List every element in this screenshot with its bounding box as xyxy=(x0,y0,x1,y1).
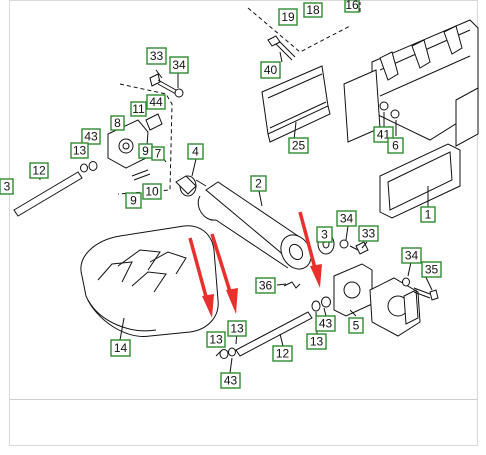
bolt-35-right xyxy=(402,277,439,301)
callout-33-right[interactable]: 33 xyxy=(358,225,379,242)
callout-13-bottom-left[interactable]: 13 xyxy=(206,331,226,348)
roller-part-2 xyxy=(197,181,312,270)
callout-43-middle[interactable]: 43 xyxy=(315,315,336,332)
callout-13-left[interactable]: 13 xyxy=(70,142,89,159)
washers-41-6 xyxy=(379,101,400,119)
motor-bracket-part-5 xyxy=(333,263,421,337)
red-arrows xyxy=(188,211,322,318)
shaft-part-4 xyxy=(175,175,207,197)
svg-text:13: 13 xyxy=(73,144,87,158)
callout-13-bottom-right[interactable]: 13 xyxy=(227,320,247,337)
svg-text:19: 19 xyxy=(281,10,295,24)
svg-text:36: 36 xyxy=(259,279,273,293)
svg-text:4: 4 xyxy=(192,145,199,159)
svg-text:18: 18 xyxy=(306,3,320,17)
callout-8[interactable]: 8 xyxy=(110,115,125,131)
svg-text:5: 5 xyxy=(353,319,360,333)
callout-7[interactable]: 7 xyxy=(151,146,165,161)
svg-text:3: 3 xyxy=(321,228,328,242)
svg-text:13: 13 xyxy=(230,322,244,336)
svg-text:43: 43 xyxy=(224,374,238,388)
top-enclosure xyxy=(247,2,361,53)
callout-34-top[interactable]: 34 xyxy=(169,56,189,74)
conveyor-belt-part-14 xyxy=(80,225,219,337)
svg-text:43: 43 xyxy=(84,130,98,144)
svg-text:33: 33 xyxy=(150,49,164,63)
frame-assembly-1 xyxy=(343,19,479,219)
bolt-40 xyxy=(267,35,296,61)
callout-13-middle[interactable]: 13 xyxy=(306,333,327,350)
part-25-plate xyxy=(261,65,331,143)
svg-text:11: 11 xyxy=(132,102,145,116)
callout-12-left[interactable]: 12 xyxy=(29,162,49,179)
callout-11[interactable]: 11 xyxy=(130,101,147,117)
svg-text:25: 25 xyxy=(292,139,306,153)
callout-19[interactable]: 19 xyxy=(278,8,298,26)
svg-text:6: 6 xyxy=(392,139,399,153)
callout-4[interactable]: 4 xyxy=(187,143,204,160)
svg-text:43: 43 xyxy=(319,317,333,331)
spring-36 xyxy=(283,281,301,289)
callout-16[interactable]: 16 xyxy=(344,0,360,13)
svg-text:12: 12 xyxy=(276,347,290,361)
svg-text:14: 14 xyxy=(114,341,128,355)
svg-text:34: 34 xyxy=(172,58,186,72)
svg-text:34: 34 xyxy=(340,212,354,226)
callout-2[interactable]: 2 xyxy=(250,175,267,192)
bolt-33-top xyxy=(149,73,184,98)
washers-right xyxy=(311,296,331,312)
washers-left xyxy=(80,161,98,173)
callout-34-middle[interactable]: 34 xyxy=(336,210,357,227)
svg-text:13: 13 xyxy=(209,333,223,347)
callout-5[interactable]: 5 xyxy=(348,317,364,334)
callout-9-upper[interactable]: 9 xyxy=(138,143,153,159)
svg-text:13: 13 xyxy=(310,335,324,349)
callout-18[interactable]: 18 xyxy=(303,2,323,18)
callout-44[interactable]: 44 xyxy=(146,94,166,110)
footer-divider xyxy=(9,399,478,400)
callout-14[interactable]: 14 xyxy=(110,339,131,357)
svg-text:40: 40 xyxy=(264,63,278,77)
callout-33-top[interactable]: 33 xyxy=(146,47,167,65)
svg-text:7: 7 xyxy=(155,147,162,161)
bolt-33-right xyxy=(339,239,369,255)
callout-34-right[interactable]: 34 xyxy=(401,247,422,264)
svg-text:41: 41 xyxy=(377,128,391,142)
threaded-rod-bottom xyxy=(219,311,313,359)
callout-10[interactable]: 10 xyxy=(142,183,162,200)
svg-text:33: 33 xyxy=(362,227,376,241)
callout-1[interactable]: 1 xyxy=(420,206,436,223)
svg-text:1: 1 xyxy=(425,208,432,222)
svg-text:10: 10 xyxy=(145,185,159,199)
callout-9-lower[interactable]: 9 xyxy=(125,192,142,209)
callout-40[interactable]: 40 xyxy=(260,61,281,79)
svg-text:16: 16 xyxy=(345,0,359,12)
svg-text:35: 35 xyxy=(425,263,439,277)
callout-12-bottom[interactable]: 12 xyxy=(272,345,293,362)
svg-text:9: 9 xyxy=(142,144,149,158)
svg-text:9: 9 xyxy=(130,194,137,208)
callout-25[interactable]: 25 xyxy=(288,137,309,154)
svg-text:8: 8 xyxy=(114,116,121,130)
svg-text:44: 44 xyxy=(149,95,163,109)
callout-36[interactable]: 36 xyxy=(255,277,276,294)
svg-text:34: 34 xyxy=(405,249,419,263)
svg-text:2: 2 xyxy=(255,177,262,191)
callout-43-bottom[interactable]: 43 xyxy=(220,372,241,389)
threaded-rod-left xyxy=(13,171,83,217)
callout-6[interactable]: 6 xyxy=(387,137,404,154)
callout-3-edge[interactable]: 3 xyxy=(0,178,14,195)
callout-35[interactable]: 35 xyxy=(421,261,442,278)
callout-43-left[interactable]: 43 xyxy=(81,128,101,145)
svg-text:12: 12 xyxy=(32,164,46,178)
callout-3[interactable]: 3 xyxy=(316,226,333,243)
svg-text:3: 3 xyxy=(4,180,11,194)
